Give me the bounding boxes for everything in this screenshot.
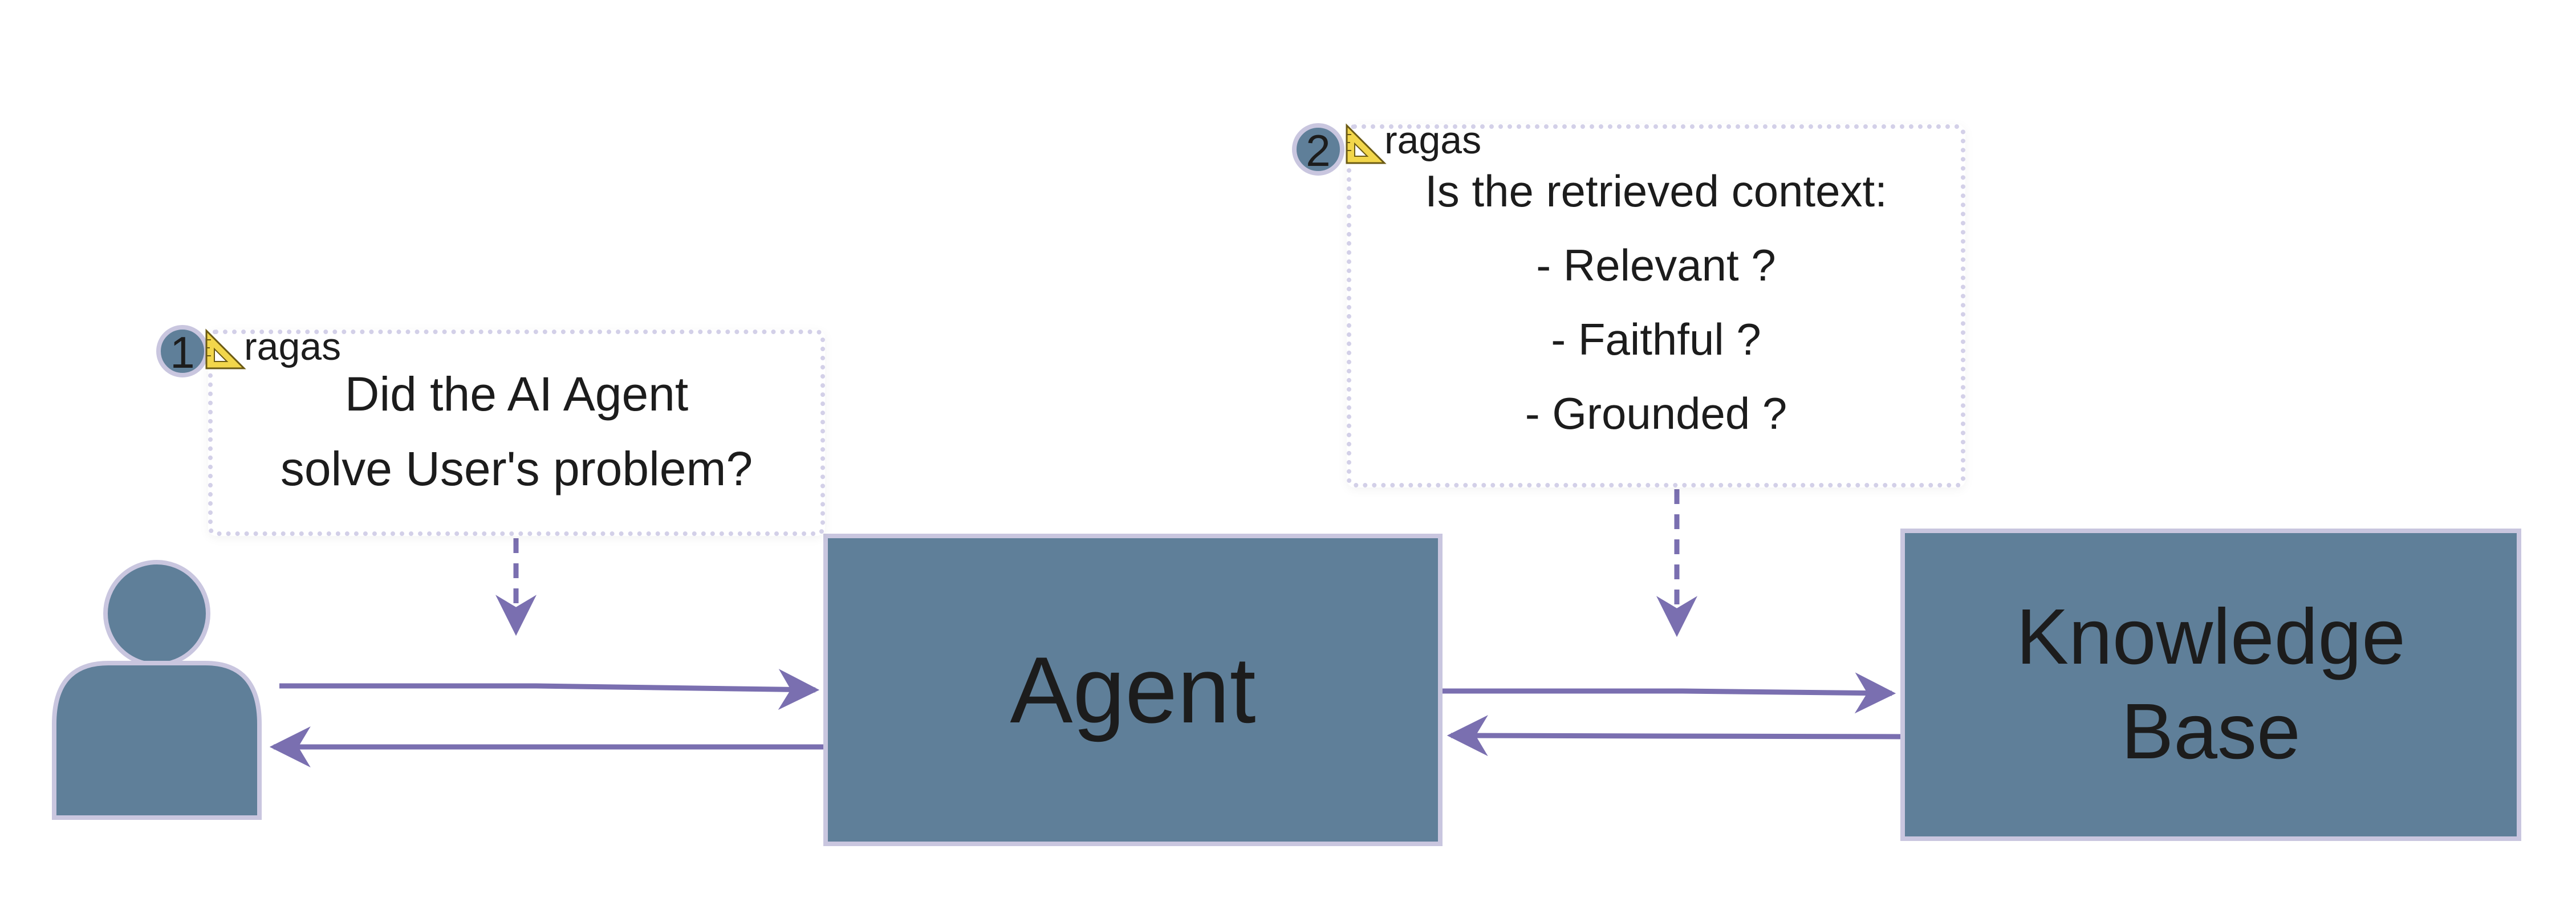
note2-line-3: - Faithful ? (1551, 314, 1761, 364)
knowledge-base-node: Knowledge Base (1900, 529, 2521, 841)
evaluation-note-2: Is the retrieved context: - Relevant ? -… (1347, 124, 1965, 487)
triangle-ruler-icon (1346, 123, 1387, 164)
agent-node: Agent (823, 534, 1443, 846)
step-badge-1: 1 (156, 325, 209, 377)
triangle-ruler-icon (205, 328, 246, 369)
note1-line-2: solve User's problem? (280, 442, 753, 495)
ragas-brand-1: ragas (244, 325, 342, 368)
note2-line-4: - Grounded ? (1525, 388, 1787, 438)
user-icon (52, 560, 262, 820)
arrow-agent-to-kb (1443, 672, 1896, 714)
note2-line-1: Is the retrieved context: (1425, 166, 1887, 216)
kb-label-line-1: Knowledge (2016, 593, 2406, 681)
note2-line-2: - Relevant ? (1536, 240, 1776, 290)
agent-label: Agent (1010, 637, 1256, 742)
ragas-brand-2: ragas (1384, 119, 1482, 162)
step-badge-2: 2 (1292, 123, 1344, 176)
note1-line-1: Did the AI Agent (344, 367, 689, 421)
evaluation-note-1: Did the AI Agent solve User's problem? (208, 330, 825, 536)
arrow-user-to-agent (279, 669, 820, 710)
kb-label-line-2: Base (2121, 688, 2301, 775)
arrow-kb-to-agent (1447, 715, 1901, 757)
